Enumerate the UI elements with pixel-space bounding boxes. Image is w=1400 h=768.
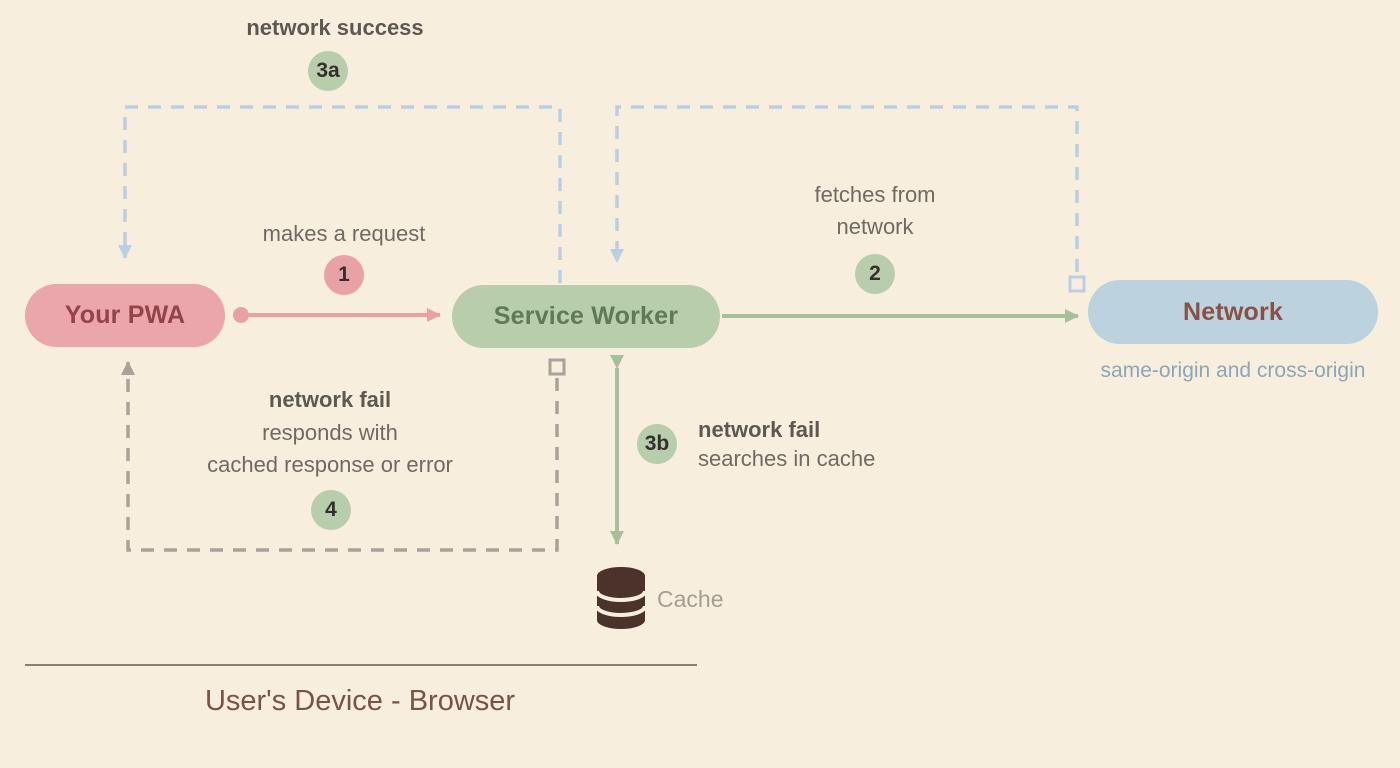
network-top-connector-square	[1068, 275, 1086, 293]
cache-search-label-bold: network fail	[698, 417, 821, 442]
cache-search-badge: 3b	[637, 424, 677, 464]
pwa-node: Your PWA	[25, 284, 225, 347]
footer-label: User's Device - Browser	[204, 685, 516, 717]
cache-search-label: searches in cache	[698, 446, 876, 471]
device-boundary-line	[25, 664, 697, 666]
fetch-badge: 2	[855, 254, 895, 294]
pwa-node-label: Your PWA	[64, 301, 186, 329]
success-badge: 3a	[308, 51, 348, 91]
fail-respond-badge: 4	[311, 490, 351, 530]
service-worker-node: Service Worker	[452, 285, 720, 348]
service-worker-node-label: Service Worker	[493, 302, 679, 330]
request-badge: 1	[324, 255, 364, 295]
cache-label: Cache	[657, 586, 724, 612]
network-sub-label: same-origin and cross-origin	[1100, 359, 1366, 382]
network-node: Network	[1088, 280, 1378, 344]
request-arrow	[233, 307, 441, 323]
fail-respond-label: responds with cached response or error	[207, 420, 453, 477]
network-node-label: Network	[1182, 297, 1284, 326]
cache-database-icon	[595, 567, 647, 629]
request-label: makes a request	[262, 221, 426, 246]
fail-respond-path	[121, 361, 559, 552]
fetch-label: fetches from network	[814, 182, 936, 239]
success-network-to-sw-path	[610, 105, 1079, 272]
success-label: network success	[246, 15, 424, 40]
success-sw-to-pwa-path	[118, 105, 562, 283]
sw-bottom-connector-square	[548, 358, 566, 376]
fail-respond-label-bold: network fail	[268, 387, 392, 412]
